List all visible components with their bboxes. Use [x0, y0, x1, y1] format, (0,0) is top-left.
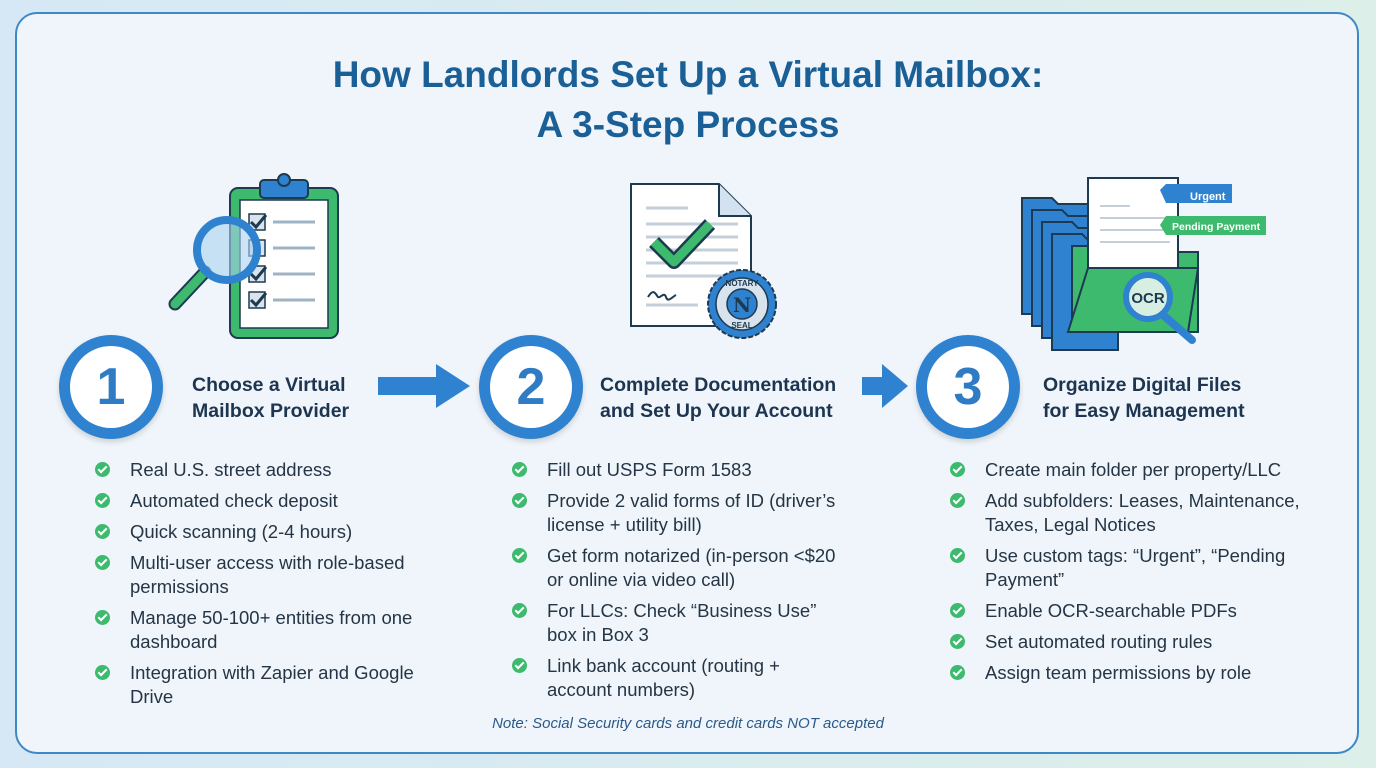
title-line-1: How Landlords Set Up a Virtual Mailbox: [332, 54, 1044, 95]
list-item: Use custom tags: “Urgent”, “Pending Paym… [950, 544, 1312, 592]
step-3-number: 3 [927, 346, 1009, 428]
seal-text-bottom: SEAL [731, 321, 752, 330]
list-item: Quick scanning (2-4 hours) [95, 520, 427, 544]
clipboard-magnifier-icon [168, 173, 339, 339]
step-2-number: 2 [490, 346, 572, 428]
check-icon [950, 493, 965, 508]
seal-text-top: NOTARY [726, 279, 760, 288]
list-item: Enable OCR-searchable PDFs [950, 599, 1312, 623]
list-item: Set automated routing rules [950, 630, 1312, 654]
step-1-badge: 1 [59, 335, 163, 439]
check-icon [512, 548, 527, 563]
notarized-document-icon: N NOTARY SEAL [630, 183, 777, 339]
arrow-right-icon [378, 364, 470, 408]
check-icon [950, 462, 965, 477]
arrow-right-icon [862, 364, 908, 408]
check-icon [95, 524, 110, 539]
list-item: Provide 2 valid forms of ID (driver’s li… [512, 489, 849, 537]
tag-urgent: Urgent [1190, 191, 1226, 203]
infographic-card [15, 12, 1359, 754]
check-icon [512, 603, 527, 618]
list-item: Integration with Zapier and Google Drive [95, 661, 427, 709]
list-item: Manage 50-100+ entities from one dashboa… [95, 606, 427, 654]
step-1-number: 1 [70, 346, 152, 428]
list-item: Link bank account (routing + account num… [512, 654, 849, 702]
list-item: Fill out USPS Form 1583 [512, 458, 849, 482]
footnote: Note: Social Security cards and credit c… [492, 715, 884, 732]
step-3-list: Create main folder per property/LLC Add … [950, 458, 1312, 692]
list-item: Real U.S. street address [95, 458, 427, 482]
list-item: Add subfolders: Leases, Maintenance, Tax… [950, 489, 1312, 537]
step-1-list: Real U.S. street address Automated check… [95, 458, 427, 716]
folders-ocr-icon: Urgent Pending Payment OCR [1021, 177, 1266, 351]
list-item: Assign team permissions by role [950, 661, 1312, 685]
tag-pending-payment: Pending Payment [1172, 221, 1261, 233]
check-icon [512, 658, 527, 673]
check-icon [95, 555, 110, 570]
step-3-badge: 3 [916, 335, 1020, 439]
check-icon [950, 665, 965, 680]
list-item: Multi-user access with role-based permis… [95, 551, 427, 599]
title-line-2: A 3-Step Process [536, 104, 840, 145]
step-2-badge: 2 [479, 335, 583, 439]
check-icon [95, 610, 110, 625]
check-icon [95, 665, 110, 680]
check-icon [950, 603, 965, 618]
check-icon [512, 493, 527, 508]
ocr-label: OCR [1131, 290, 1165, 307]
list-item: Automated check deposit [95, 489, 427, 513]
list-item: Get form notarized (in-person <$20 or on… [512, 544, 849, 592]
check-icon [950, 548, 965, 563]
list-item: For LLCs: Check “Business Use” box in Bo… [512, 599, 849, 647]
check-icon [950, 634, 965, 649]
list-item: Create main folder per property/LLC [950, 458, 1312, 482]
check-icon [95, 462, 110, 477]
step-2-list: Fill out USPS Form 1583 Provide 2 valid … [512, 458, 849, 709]
check-icon [95, 493, 110, 508]
check-icon [512, 462, 527, 477]
seal-letter: N [733, 293, 751, 317]
